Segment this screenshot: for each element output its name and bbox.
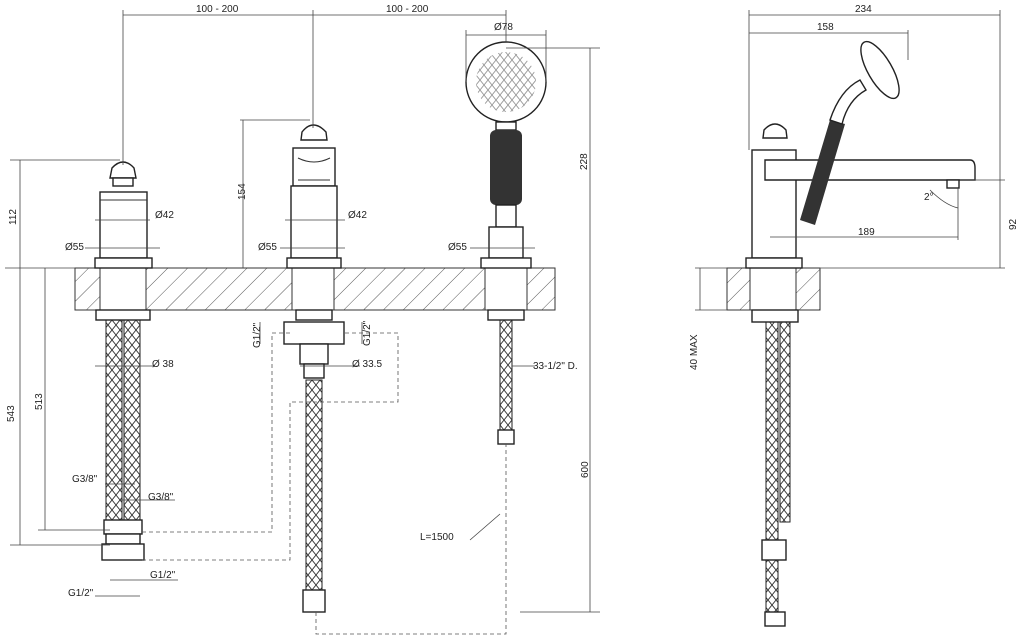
dim-middle-thread-left: G1/2" (252, 322, 263, 348)
dim-middle-hose-length: 600 (580, 461, 591, 478)
dim-height-handshower: 228 (579, 153, 590, 170)
dim-height-left-valve: 112 (8, 209, 19, 225)
dim-hose-thread: 33-1/2" D. (533, 361, 578, 372)
dim-middle-shank-diameter: Ø 33.5 (352, 359, 382, 370)
dim-left-hose-inner: 513 (34, 393, 45, 410)
dim-left-shank-diameter: Ø 38 (152, 359, 174, 370)
dim-left-thread-lower-b: G1/2" (68, 588, 94, 599)
dim-left-base-diameter: Ø55 (65, 242, 84, 253)
dim-middle-thread-right: G1/2" (362, 320, 373, 346)
dim-left-body-diameter: Ø42 (155, 210, 174, 221)
dim-hose-length: L=1500 (420, 532, 454, 543)
deck-section-front (5, 267, 556, 311)
dim-left-thread-upper-b: G3/8" (148, 492, 174, 503)
dim-middle-body-diameter: Ø42 (348, 210, 367, 221)
dim-total-depth: 234 (855, 4, 872, 15)
dim-left-thread-upper-a: G3/8" (72, 474, 98, 485)
dim-handshower-base-diameter: Ø55 (448, 242, 467, 253)
handshower (465, 41, 547, 445)
dim-spout-angle: 2° (924, 192, 934, 203)
dim-left-hose-total: 543 (6, 405, 17, 422)
dim-spacing-left: 100 - 200 (196, 4, 239, 15)
dimensions-front (10, 10, 600, 613)
middle-valve (283, 124, 345, 613)
dim-spacing-right: 100 - 200 (386, 4, 429, 15)
dim-height-middle-valve: 154 (237, 183, 248, 200)
dim-middle-base-diameter: Ø55 (258, 242, 277, 253)
dim-spout-reach: 189 (858, 227, 875, 238)
dim-spout-height: 92 (1008, 218, 1019, 230)
dim-handshower-diameter: Ø78 (494, 22, 513, 33)
dim-handshower-depth: 158 (817, 22, 834, 33)
dim-left-thread-lower-a: G1/2" (150, 570, 176, 581)
hose-routes (142, 332, 507, 635)
side-view (695, 10, 1005, 627)
dim-max-deck-thickness: 40 MAX (689, 334, 700, 370)
left-valve (94, 161, 153, 561)
